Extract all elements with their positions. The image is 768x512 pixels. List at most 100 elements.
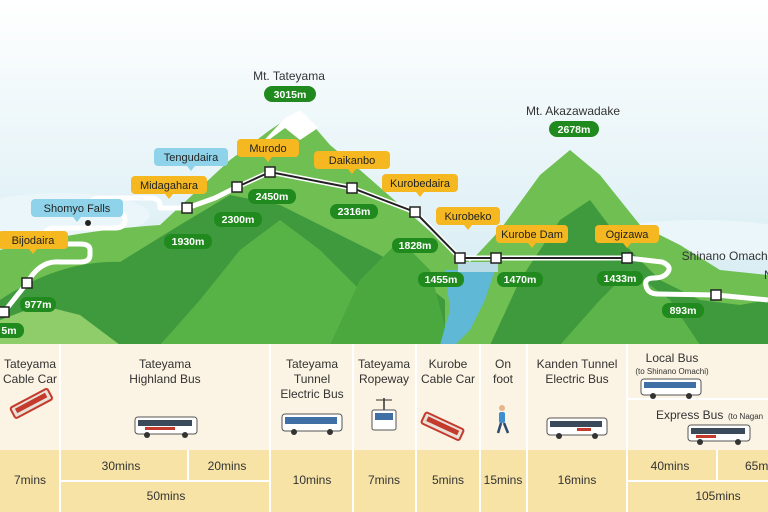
station-name: Shinano Omachi (682, 249, 768, 263)
seg4-label-2: Ropeway (359, 372, 409, 386)
station-name: Bijodaira (12, 235, 56, 247)
station-11: Shinano Omachi 893m (662, 249, 768, 318)
seg2-time-total: 50mins (147, 489, 186, 503)
seg2-label-2: Highland Bus (129, 372, 200, 386)
station-label-pointer (73, 217, 81, 222)
seg5-label-1: Kurobe (429, 357, 468, 371)
peak-tateyama: Mt. Tateyama 3015m (253, 69, 325, 102)
kanden-electric-bus-icon (546, 417, 608, 439)
station-label-pointer (464, 225, 472, 230)
station-name: Ogizawa (606, 229, 650, 241)
station-label-bg (382, 174, 458, 192)
seg3-label-1: Tateyama (286, 357, 338, 371)
tunnel-electric-bus-icon (281, 413, 343, 435)
station-name: Daikanbo (329, 155, 375, 167)
station-name: Murodo (249, 143, 286, 155)
elevation-text: 1455m (425, 274, 458, 286)
station-label-bg (436, 207, 500, 225)
station-label-bg (31, 199, 123, 217)
station-name: Kurobeko (444, 211, 491, 223)
elevation-text: 2450m (256, 191, 289, 203)
seg1-time: 7mins (14, 473, 46, 487)
seg8-local-bus: Local Bus (646, 351, 699, 365)
station-5: Murodo 2450m (237, 139, 299, 204)
seg7-label-1: Kanden Tunnel (537, 357, 618, 371)
seg8-express-sub: (to Nagan (728, 412, 763, 421)
station-label-bg (496, 225, 568, 243)
elevation-badge (597, 271, 643, 286)
seg6-time: 15mins (484, 473, 523, 487)
elevation-text: 1433m (604, 273, 637, 285)
elevation-badge (497, 272, 543, 287)
station-node (346, 182, 358, 194)
station-0: 5m (0, 306, 24, 338)
express-bus-icon (687, 424, 751, 445)
seg4-time: 7mins (368, 473, 400, 487)
seg2-time-a: 30mins (102, 459, 141, 473)
station-node (21, 277, 33, 289)
station-name: Midagahara (140, 180, 199, 192)
seg8-time-b: 65m (745, 459, 768, 473)
station-node (181, 202, 193, 214)
peak-tateyama-elev: 3015m (274, 89, 307, 101)
elevation-badge (20, 297, 56, 312)
station-label-bg (314, 151, 390, 169)
elevation-badge (214, 212, 262, 227)
ropeway-icon (371, 398, 397, 431)
peak-akazawadake-name: Mt. Akazawadake (526, 104, 620, 118)
station-label-pointer (165, 194, 173, 199)
elevation-badge (330, 204, 378, 219)
station-node (490, 252, 502, 264)
station-label-pointer (348, 169, 356, 174)
kurobe-lake-water (440, 270, 495, 345)
station-name: Tengudaira (164, 152, 219, 164)
station-dot (85, 220, 91, 226)
transport-panel: Tateyama Cable Car 7mins Tateyama Highla… (0, 344, 768, 512)
peak-akazawadake-elev: 2678m (558, 124, 591, 136)
station-name: Kurobedaira (390, 178, 451, 190)
elevation-text: 893m (670, 305, 697, 317)
seg5-label-2: Cable Car (421, 372, 475, 386)
seg8-time-a: 40mins (651, 459, 690, 473)
station-node (454, 252, 466, 264)
seg1-label-1: Tateyama (4, 357, 56, 371)
seg8-express-bus: Express Bus (656, 408, 723, 422)
cable-car-icon (9, 387, 54, 419)
seg7-label-2: Electric Bus (545, 372, 608, 386)
station-8: Kurobeko 1455m (418, 207, 500, 287)
seg2-time-b: 20mins (208, 459, 247, 473)
station-node (231, 181, 243, 193)
edge-marker: N (764, 268, 768, 282)
peak-tateyama-name: Mt. Tateyama (253, 69, 325, 83)
station-label-bg (237, 139, 299, 157)
seg5-time: 5mins (432, 473, 464, 487)
elevation-text: 5m (1, 325, 16, 337)
station-label-pointer (416, 192, 424, 197)
station-node (409, 206, 421, 218)
elevation-badge (248, 189, 296, 204)
station-label-pointer (264, 157, 272, 162)
elevation-text: 977m (25, 299, 52, 311)
elevation-badge (0, 323, 24, 338)
seg6-label-1: On (495, 357, 511, 371)
station-label-pointer (528, 243, 536, 248)
station-label-bg (154, 148, 228, 166)
station-node (264, 166, 276, 178)
seg3-time: 10mins (293, 473, 332, 487)
local-bus-icon (640, 378, 702, 399)
seg6-label-2: foot (493, 372, 514, 386)
station-10: Ogizawa 1433m (595, 225, 659, 286)
station-name: Kurobe Dam (501, 229, 563, 241)
station-1: Bijodaira 977m (0, 231, 68, 312)
seg4-label-1: Tateyama (358, 357, 410, 371)
station-label-pointer (29, 249, 37, 254)
station-label-bg (131, 176, 207, 194)
station-label-bg (595, 225, 659, 243)
elevation-badge (392, 238, 438, 253)
seg3-label-3: Electric Bus (280, 387, 343, 401)
